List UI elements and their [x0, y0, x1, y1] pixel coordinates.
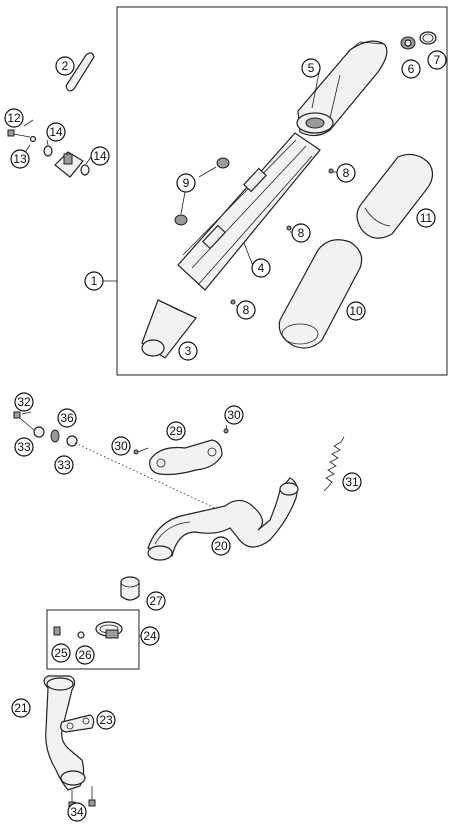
part-grommets — [174, 157, 230, 226]
svg-text:24: 24 — [143, 629, 157, 643]
part-lower-pipe — [43, 675, 86, 791]
part-bracket-hardware — [7, 129, 90, 178]
svg-text:6: 6 — [408, 62, 415, 76]
callout-20: 20 — [211, 536, 231, 556]
svg-text:3: 3 — [185, 344, 192, 358]
callout-32: 32 — [14, 392, 34, 412]
part-silencer-housing — [177, 132, 321, 291]
part-end-cap — [296, 40, 388, 137]
callout-8a: 8 — [336, 163, 356, 183]
part-pipe-gasket — [60, 714, 95, 733]
callout-23: 23 — [96, 710, 116, 730]
svg-text:1: 1 — [91, 274, 98, 288]
svg-text:11: 11 — [420, 211, 433, 225]
callout-4: 4 — [251, 258, 271, 278]
svg-text:13: 13 — [13, 152, 27, 166]
svg-text:8: 8 — [343, 166, 350, 180]
assembly-frame — [116, 6, 448, 376]
part-inlet-cone — [141, 299, 197, 359]
callout-31: 31 — [342, 472, 362, 492]
svg-text:14: 14 — [49, 125, 63, 139]
svg-text:27: 27 — [149, 594, 163, 608]
part-heat-shield-strip — [65, 52, 95, 92]
svg-text:32: 32 — [17, 395, 31, 409]
callout-6: 6 — [401, 59, 421, 79]
leader-lines — [21, 119, 337, 453]
svg-text:25: 25 — [54, 646, 68, 660]
callout-8c: 8 — [236, 300, 256, 320]
part-screws — [230, 168, 334, 305]
svg-text:23: 23 — [99, 713, 113, 727]
svg-text:30: 30 — [227, 408, 241, 422]
callout-3: 3 — [178, 341, 198, 361]
svg-text:12: 12 — [7, 111, 21, 125]
callout-27: 27 — [146, 591, 166, 611]
svg-text:36: 36 — [60, 411, 74, 425]
part-spring — [323, 436, 345, 492]
callout-9: 9 — [176, 173, 196, 193]
callout-1: 1 — [84, 271, 104, 291]
callout-30b: 30 — [111, 436, 131, 456]
svg-text:21: 21 — [14, 701, 28, 715]
callout-13: 13 — [10, 149, 30, 169]
callout-30a: 30 — [224, 405, 244, 425]
callout-24: 24 — [140, 626, 160, 646]
part-bolt-stack — [13, 411, 231, 516]
svg-text:8: 8 — [298, 226, 305, 240]
svg-text:20: 20 — [214, 539, 228, 553]
callout-8b: 8 — [291, 223, 311, 243]
svg-text:5: 5 — [308, 61, 315, 75]
svg-text:30: 30 — [114, 439, 128, 453]
svg-text:33: 33 — [57, 458, 71, 472]
part-flange-gasket — [149, 439, 223, 476]
svg-text:34: 34 — [70, 805, 84, 819]
part-header-pipe — [147, 477, 299, 561]
part-clamp — [53, 621, 123, 639]
svg-text:8: 8 — [243, 303, 250, 317]
svg-text:29: 29 — [169, 424, 183, 438]
callout-34: 34 — [67, 802, 87, 822]
callout-21: 21 — [11, 698, 31, 718]
callout-5: 5 — [301, 58, 321, 78]
svg-text:26: 26 — [78, 648, 92, 662]
callout-29: 29 — [166, 421, 186, 441]
callout-12: 12 — [4, 108, 24, 128]
svg-text:7: 7 — [434, 53, 441, 67]
svg-text:9: 9 — [183, 176, 190, 190]
part-plug-6 — [400, 36, 416, 50]
svg-text:31: 31 — [345, 475, 359, 489]
part-absorption-packing — [278, 239, 363, 349]
callout-25: 25 — [51, 643, 71, 663]
callout-14b: 14 — [90, 146, 110, 166]
callout-36: 36 — [57, 408, 77, 428]
svg-text:14: 14 — [93, 149, 107, 163]
clamp-kit-frame — [46, 609, 140, 670]
callout-7: 7 — [427, 50, 447, 70]
callout-33b: 33 — [54, 455, 74, 475]
callout-14a: 14 — [46, 122, 66, 142]
callout-10: 10 — [346, 301, 366, 321]
callout-26: 26 — [75, 645, 95, 665]
part-connecting-sleeve — [120, 576, 140, 601]
part-cap-7 — [419, 31, 437, 45]
svg-text:33: 33 — [17, 440, 31, 454]
callout-2: 2 — [55, 56, 75, 76]
callout-11: 11 — [416, 208, 436, 228]
svg-text:4: 4 — [258, 261, 265, 275]
part-outer-sleeve — [356, 153, 434, 239]
svg-text:10: 10 — [349, 304, 363, 318]
svg-text:2: 2 — [62, 59, 69, 73]
callout-33a: 33 — [14, 437, 34, 457]
part-nuts — [133, 428, 229, 455]
